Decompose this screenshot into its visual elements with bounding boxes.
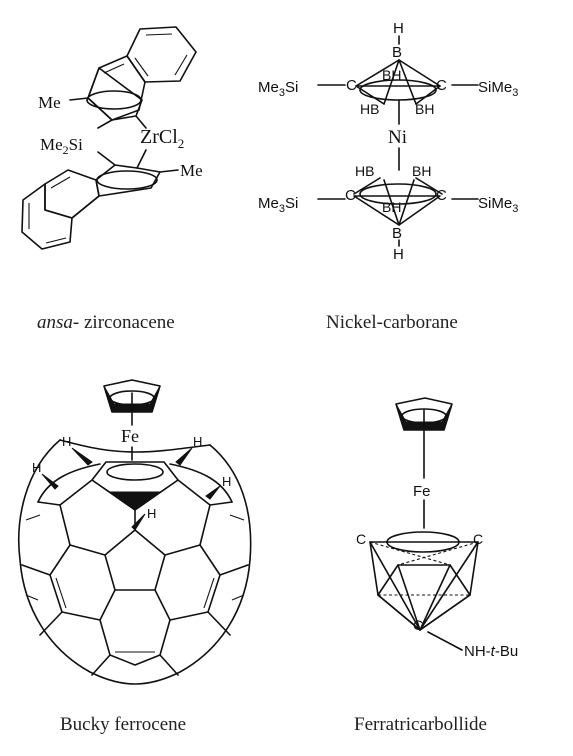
me2si-sub: 2 <box>63 143 69 157</box>
upper-cp-eta-ring <box>86 90 142 110</box>
ferra-nh-label: NH- <box>464 643 491 660</box>
upper-benzo-ring <box>126 26 197 83</box>
upper-c-left: C <box>346 77 357 94</box>
lower-bh-d: BH <box>382 199 401 215</box>
nickel-carborane-caption: Nickel-carborane <box>326 312 458 333</box>
right-sime3-b: SiMe <box>478 195 512 212</box>
upper-methyl-label: Me <box>38 93 61 112</box>
left-me3si-a-si: Si <box>285 79 298 96</box>
svg-text:SiMe3: SiMe3 <box>478 195 518 215</box>
bucky-ferrocene-structure: Fe H <box>17 379 252 685</box>
bucky-center-pentagon <box>104 529 166 591</box>
lower-c-left: C <box>345 187 356 204</box>
ferratricarbollide-structure: Fe C C C NH-t-Bu <box>356 397 518 660</box>
upper-hb: HB <box>360 101 379 117</box>
ansa-zirconacene-caption: ansa- zirconacene <box>37 312 175 334</box>
ansa-caption-rest: zirconacene <box>79 312 175 333</box>
ferra-nh-bu: -Bu <box>495 643 518 660</box>
svg-text:NH-t-Bu: NH-t-Bu <box>464 643 518 660</box>
bucky-h5: H <box>147 506 156 521</box>
left-me3si-a-me: Me <box>258 79 279 96</box>
lower-middle-ring <box>44 169 100 219</box>
bucky-h3: H <box>32 460 41 475</box>
svg-text:Me3Si: Me3Si <box>258 79 298 99</box>
upper-h-label: H <box>393 20 404 37</box>
upper-bh-a: BH <box>382 67 401 83</box>
left-me3si-b-sub: 3 <box>279 203 285 215</box>
ferra-fe-label: Fe <box>413 483 431 500</box>
lower-bh-c: BH <box>412 163 431 179</box>
lower-benzo-ring <box>21 183 73 250</box>
svg-text:Me2Si: Me2Si <box>40 135 83 157</box>
upper-cp-ring <box>87 67 143 121</box>
left-me3si-a-sub: 3 <box>279 87 285 99</box>
lower-cp-eta-ring <box>96 170 158 190</box>
me2si-si: Si <box>69 135 83 154</box>
upper-bh-b: BH <box>415 101 434 117</box>
upper-middle-ring <box>87 55 146 121</box>
nickel-label: Ni <box>388 127 407 148</box>
lower-b-label: B <box>392 225 402 242</box>
bucky-h1: H <box>62 434 71 449</box>
zrcl-sub: 2 <box>178 136 185 151</box>
bucky-h4: H <box>222 474 231 489</box>
ferra-c1: C <box>356 531 366 547</box>
left-me3si-b-si: Si <box>285 195 298 212</box>
svg-text:Me3Si: Me3Si <box>258 195 298 215</box>
ansa-caption-prefix: ansa- <box>37 312 80 333</box>
ferra-c3: C <box>413 617 423 633</box>
lower-cp-ring <box>95 164 161 197</box>
svg-text:SiMe3: SiMe3 <box>478 79 518 99</box>
lower-c-right: C <box>436 187 447 204</box>
bucky-fe-label: Fe <box>121 426 139 446</box>
upper-b-label: B <box>392 44 402 61</box>
lower-methyl-label: Me <box>180 161 203 180</box>
ansa-zirconacene-structure: Me Me2Si ZrCl2 Me <box>21 26 203 250</box>
right-sime3-a: SiMe <box>478 79 512 96</box>
right-sime3-b-sub: 3 <box>512 203 518 215</box>
bucky-h2: H <box>193 434 202 449</box>
lower-hb: HB <box>355 163 374 179</box>
lower-h-label: H <box>393 246 404 263</box>
zrcl-label: ZrCl <box>140 126 178 148</box>
nickel-carborane-structure: H B BH C C HB BH Me3Si SiMe3 Ni HB BH C … <box>258 20 518 263</box>
svg-text:ZrCl2: ZrCl2 <box>140 126 184 151</box>
upper-c-right: C <box>436 77 447 94</box>
ferra-c2: C <box>473 531 483 547</box>
ferra-nh-t: t <box>491 643 496 660</box>
bucky-ferrocene-caption: Bucky ferrocene <box>60 714 187 735</box>
me2si-me: Me <box>40 135 63 154</box>
fullerene-outline <box>17 439 252 685</box>
left-me3si-b-me: Me <box>258 195 279 212</box>
ferratricarbollide-caption: Ferratricarbollide <box>354 714 487 735</box>
right-sime3-a-sub: 3 <box>512 87 518 99</box>
